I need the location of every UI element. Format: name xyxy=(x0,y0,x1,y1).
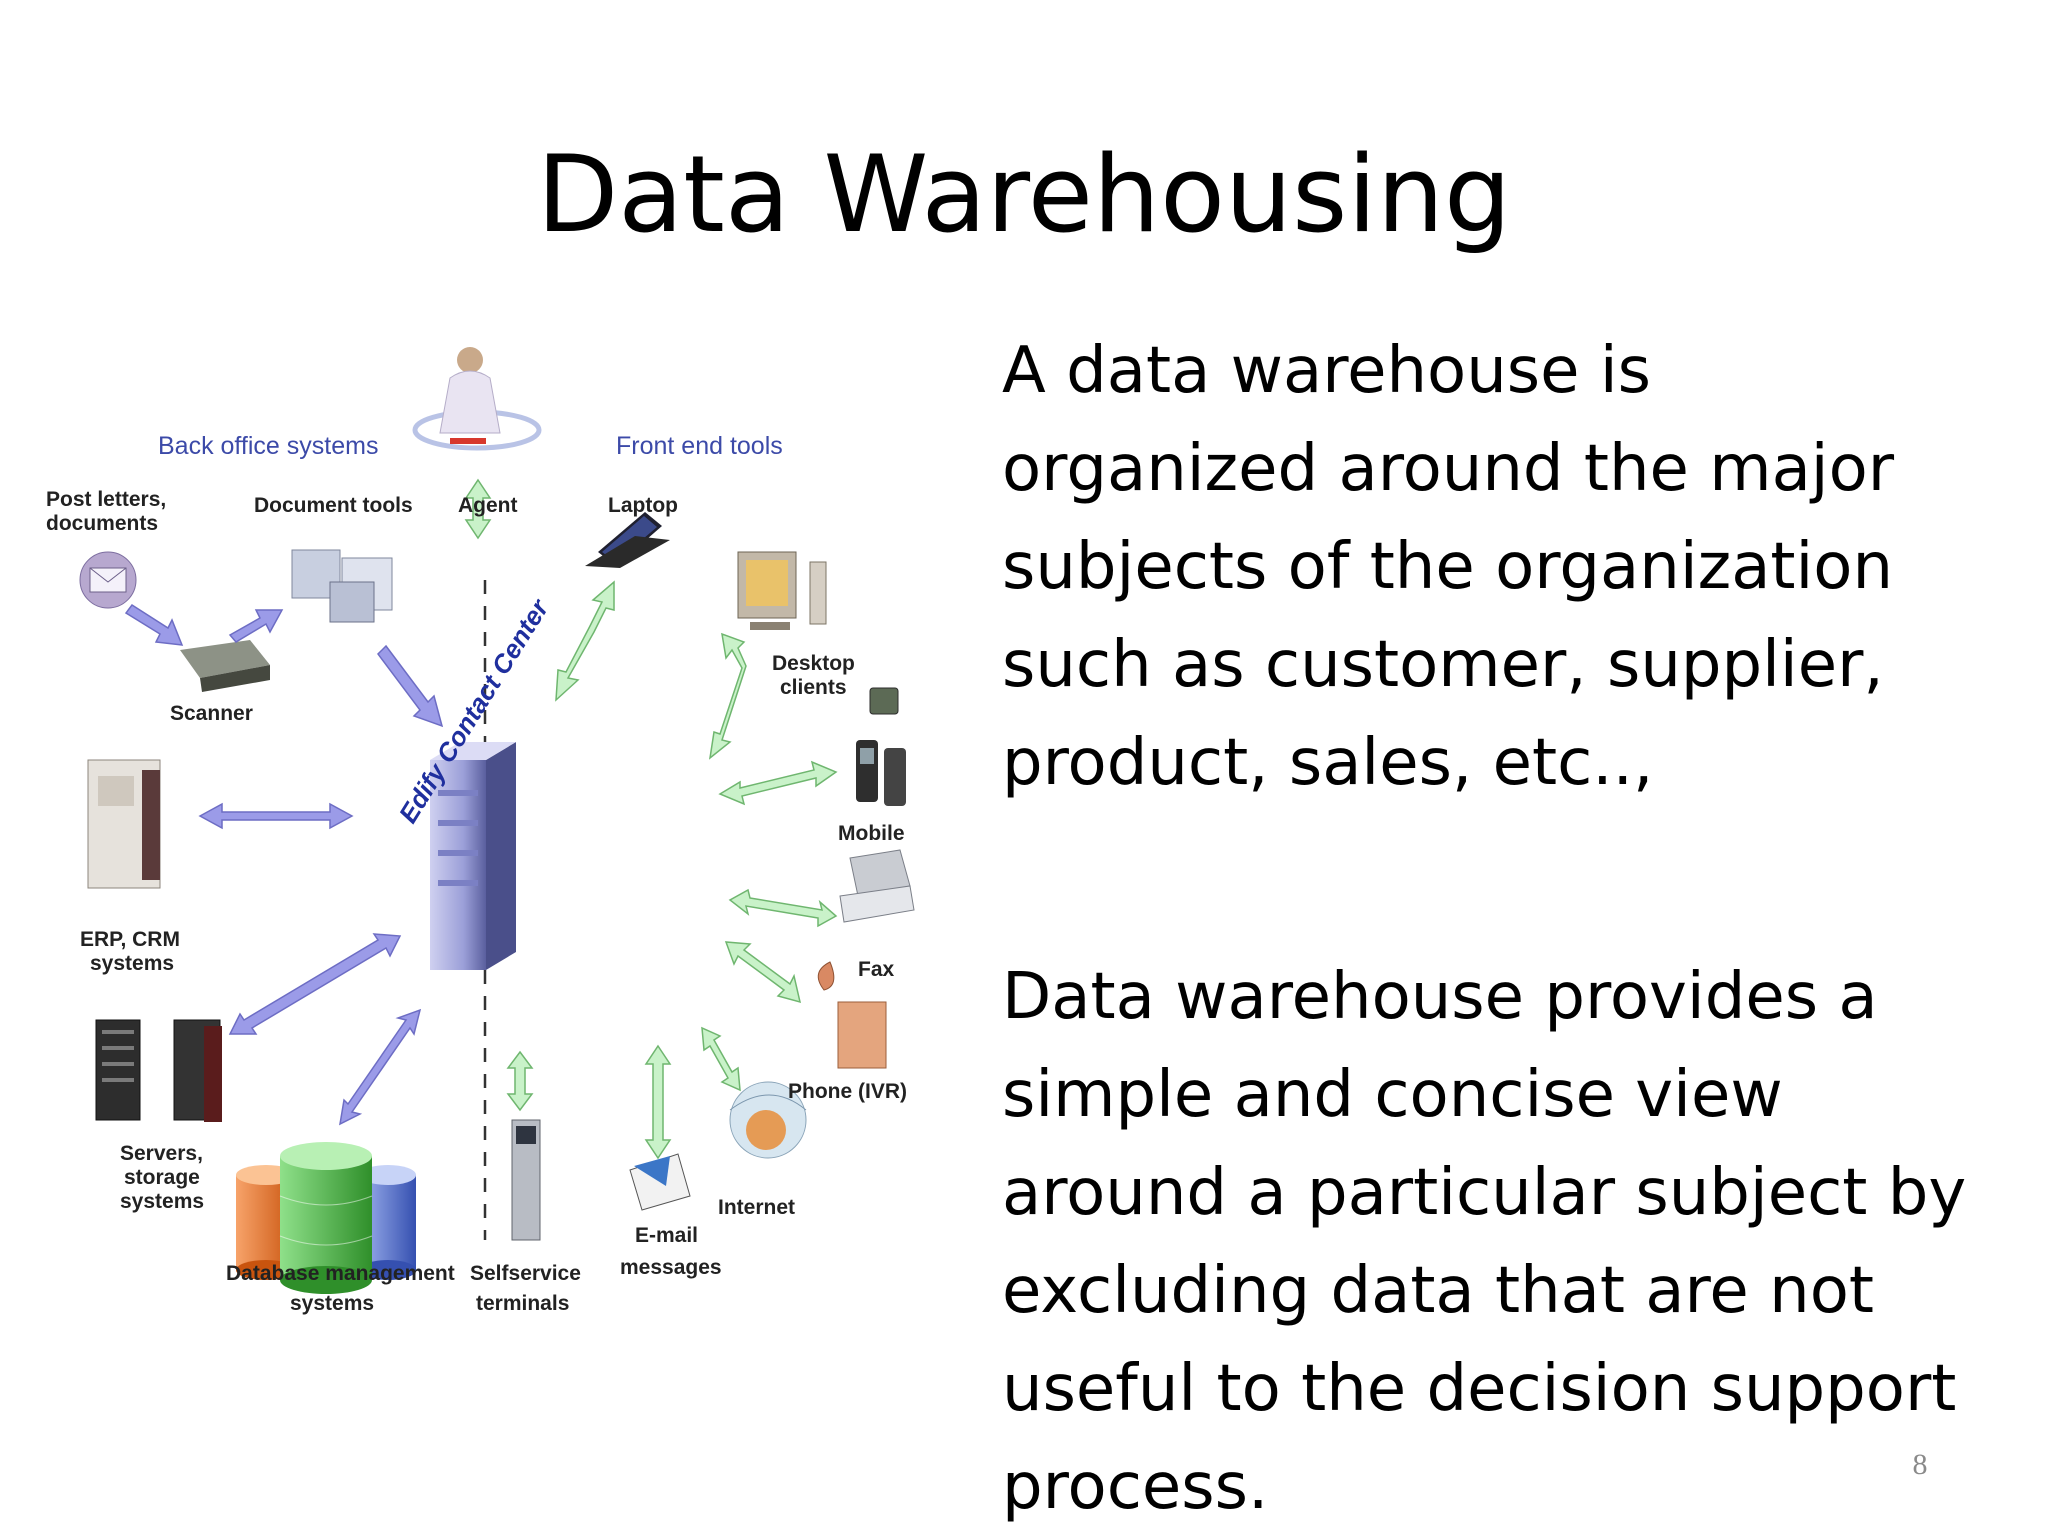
label-scanner: Scanner xyxy=(170,702,253,725)
label-laptop: Laptop xyxy=(608,494,678,517)
mobile-icon xyxy=(856,687,906,806)
arrow-phone-center xyxy=(724,941,802,1004)
connection-arrows xyxy=(124,478,838,1160)
arrow-internet-center xyxy=(701,1026,741,1092)
envelope-icon xyxy=(79,551,137,609)
arrow-selfservice-center xyxy=(506,1050,534,1112)
label-post-letters-2: documents xyxy=(46,512,158,535)
document-tools-icon xyxy=(291,549,393,623)
label-fax: Fax xyxy=(858,958,895,981)
arrow-scanner-doctools xyxy=(228,609,284,643)
email-icon xyxy=(629,1153,691,1211)
contact-center-tower-icon xyxy=(430,742,516,970)
label-erp-2: systems xyxy=(90,952,174,975)
label-erp: ERP, CRM xyxy=(80,928,180,951)
internet-globe-icon xyxy=(729,1081,807,1159)
erp-server-icon xyxy=(87,759,161,889)
label-desktop-2: clients xyxy=(780,676,847,699)
page-number: 8 xyxy=(1912,1448,1928,1481)
agent-icon xyxy=(412,347,542,451)
arrow-laptop-center xyxy=(555,580,615,702)
label-servers-3: systems xyxy=(120,1190,204,1213)
laptop-icon xyxy=(585,512,670,568)
paragraph-definition: A data warehouse is organized around the… xyxy=(1002,334,1895,800)
label-internet: Internet xyxy=(718,1196,795,1219)
database-icon xyxy=(236,1142,416,1294)
paragraph-description: Data warehouse provides a simple and con… xyxy=(1002,960,1967,1524)
arrow-desktop-center xyxy=(708,632,747,760)
arrow-envelope-scanner xyxy=(124,603,184,646)
label-dbms: Database management xyxy=(226,1262,455,1285)
arrow-servers-center xyxy=(228,933,402,1035)
selfservice-terminal-icon xyxy=(511,1119,541,1241)
arrow-erp-center xyxy=(198,802,354,830)
label-dbms-2: systems xyxy=(290,1292,374,1315)
label-post-letters: Post letters, xyxy=(46,488,166,511)
scanner-icon xyxy=(180,640,270,692)
front-end-header: Front end tools xyxy=(616,432,783,460)
label-mobile: Mobile xyxy=(838,822,905,845)
label-selfservice: Selfservice xyxy=(470,1262,581,1285)
fax-icon xyxy=(839,849,915,923)
arrow-email-center xyxy=(644,1044,672,1160)
label-email-2: messages xyxy=(620,1256,722,1279)
label-selfservice-2: terminals xyxy=(476,1292,569,1315)
label-agent: Agent xyxy=(458,494,518,517)
label-servers: Servers, xyxy=(120,1142,203,1165)
phone-icon xyxy=(817,961,887,1069)
arrow-mobile-center xyxy=(718,760,838,806)
slide-title: Data Warehousing xyxy=(536,133,1512,256)
label-phone: Phone (IVR) xyxy=(788,1080,907,1103)
label-document-tools: Document tools xyxy=(254,494,413,517)
back-office-header: Back office systems xyxy=(158,432,378,460)
arrow-dbms-center xyxy=(339,1008,422,1126)
label-desktop: Desktop xyxy=(772,652,855,675)
label-servers-2: storage xyxy=(124,1166,200,1189)
label-email: E-mail xyxy=(635,1224,698,1247)
arrow-agent-center xyxy=(464,478,492,540)
arrow-doctools-center xyxy=(377,644,444,728)
contact-center-diagram: Back office systems Front end tools Edif… xyxy=(46,347,915,1315)
storage-servers-icon xyxy=(95,1019,222,1122)
arrow-fax-center xyxy=(728,888,838,928)
desktop-icon xyxy=(737,551,827,630)
